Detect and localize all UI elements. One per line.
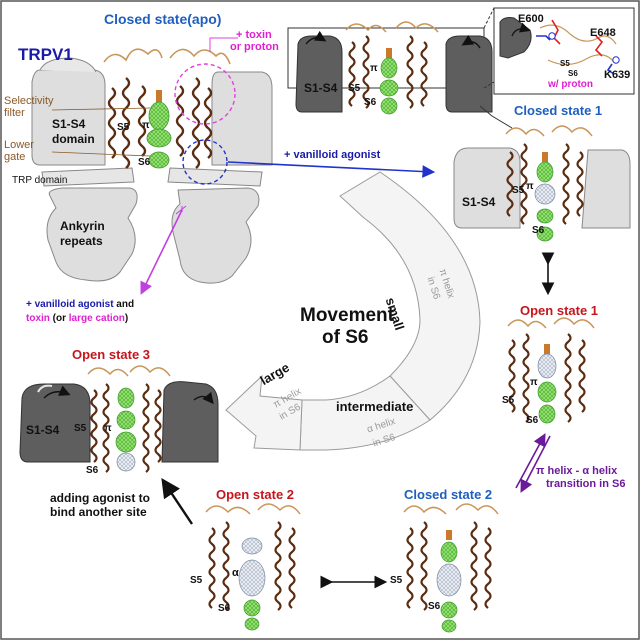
closed1-s6-label: S6 (532, 225, 545, 236)
movement-title-1: Movement (300, 305, 394, 326)
ankyrin-left (46, 187, 138, 282)
trp-domain-right (167, 167, 263, 187)
trp-domain-left (41, 167, 135, 187)
closed-apo-loops (103, 48, 231, 65)
toxin-proton-label-2: or proton (230, 41, 279, 53)
closed1-s1s4-label: S1-S4 (462, 195, 496, 209)
adding-agonist-label-2: bind another site (50, 505, 147, 519)
open-state-3-structure (19, 365, 219, 473)
apo-pi-label: π (142, 120, 150, 131)
combo-close-paren: ) (124, 313, 129, 324)
adding-agonist-label-1: adding agonist to (50, 491, 150, 505)
ankyrin-label-1: Ankyrin (60, 219, 105, 233)
inset-proton-note: w/ proton (548, 79, 593, 90)
inset-e648-label: E648 (590, 27, 616, 39)
closed-state-1-structure (453, 125, 631, 242)
open3-s5-label: S5 (74, 423, 87, 434)
ankyrin-right (171, 187, 260, 284)
open3-pi-label: π (104, 423, 112, 434)
trp-domain-label: TRP domain (12, 175, 68, 186)
proton-pi-label: π (370, 63, 378, 74)
proton-s6-label: S6 (364, 97, 377, 108)
combo-or: (or (49, 313, 69, 324)
state-label-open-1: Open state 1 (520, 303, 599, 318)
state-label-closed-2: Closed state 2 (404, 487, 493, 502)
combo-plus: + (26, 299, 35, 310)
s1s4-domain-left-top (39, 57, 97, 73)
combo-and: and (113, 299, 135, 310)
combo-annotation-line-1: + vanilloid agonist and (26, 300, 134, 310)
open-state-1-structure (507, 317, 595, 424)
pi-alpha-transition-label-2: transition in S6 (546, 478, 626, 490)
selectivity-filter-label-1: Selectivity (4, 95, 54, 107)
closed-apo-structure (31, 37, 273, 284)
closed-state-2-structure (403, 503, 499, 633)
arrow-to-closed-state-1 (227, 161, 436, 178)
proton-s5-label: S5 (348, 83, 361, 94)
combo-vanilloid: vanilloid agonist (34, 299, 114, 310)
inset-k639-label: K639 (604, 69, 631, 81)
movement-title-2: of S6 (322, 327, 369, 348)
arrow-closed2-to-open1 (515, 433, 546, 489)
inset-s6-label: S6 (568, 69, 578, 78)
open1-s6-label: S6 (526, 415, 539, 426)
proton-bound-structure (287, 21, 493, 115)
selectivity-filter-label-2: filter (4, 107, 25, 119)
vanilloid-agonist-label: + vanilloid agonist (284, 149, 381, 161)
figure-title: TRPV1 (18, 45, 73, 64)
open2-s6-label: S6 (218, 603, 231, 614)
arrow-to-open-state-3 (140, 209, 183, 295)
state-label-open-3: Open state 3 (72, 347, 151, 362)
inset-e600-label: E600 (518, 13, 544, 25)
closed2-s6-label: S6 (428, 601, 441, 612)
combo-annotation-line-2: toxin (or large cation) (26, 314, 128, 324)
closed1-s5-label: S5 (512, 185, 525, 196)
open3-s1s4-label: S1-S4 (26, 423, 60, 437)
ankyrin-label-2: repeats (60, 234, 103, 248)
s1s4-domain-left (31, 69, 106, 166)
cycle-intermediate-label: intermediate (336, 399, 414, 414)
open2-alpha-label: α (232, 567, 239, 579)
apo-s6-label: S6 (138, 157, 151, 168)
open1-pi-label: π (530, 377, 538, 388)
inset-panel (483, 7, 635, 95)
combo-large-cation: large cation (68, 313, 125, 324)
pi-alpha-transition-label-1: π helix - α helix (536, 465, 618, 477)
state-label-closed-apo: Closed state(apo) (104, 11, 222, 27)
apo-s5-label: S5 (117, 122, 130, 133)
closed2-s5-label: S5 (390, 575, 403, 586)
open3-s6-label: S6 (86, 465, 99, 476)
movement-cycle-arrow (225, 171, 481, 451)
proton-s1s4-label: S1-S4 (304, 81, 338, 95)
inset-s5-label: S5 (560, 59, 570, 68)
lower-gate-label-2: gate (4, 151, 26, 163)
s1s4-domain-label-1: S1-S4 (52, 117, 86, 131)
state-label-closed-1: Closed state 1 (514, 103, 603, 118)
closed1-pi-label: π (526, 181, 534, 192)
arrow-to-open-state-3-from-open2 (161, 478, 193, 525)
open1-s5-label: S5 (502, 395, 515, 406)
state-label-open-2: Open state 2 (216, 487, 295, 502)
lower-gate-label-1: Lower (4, 139, 34, 151)
s1s4-domain-label-2: domain (52, 132, 95, 146)
combo-toxin: toxin (26, 313, 50, 324)
s1s4-domain-right (211, 71, 273, 166)
open-state-2-structure (205, 503, 301, 631)
open2-s5-label: S5 (190, 575, 203, 586)
toxin-proton-label-1: + toxin (236, 29, 272, 41)
